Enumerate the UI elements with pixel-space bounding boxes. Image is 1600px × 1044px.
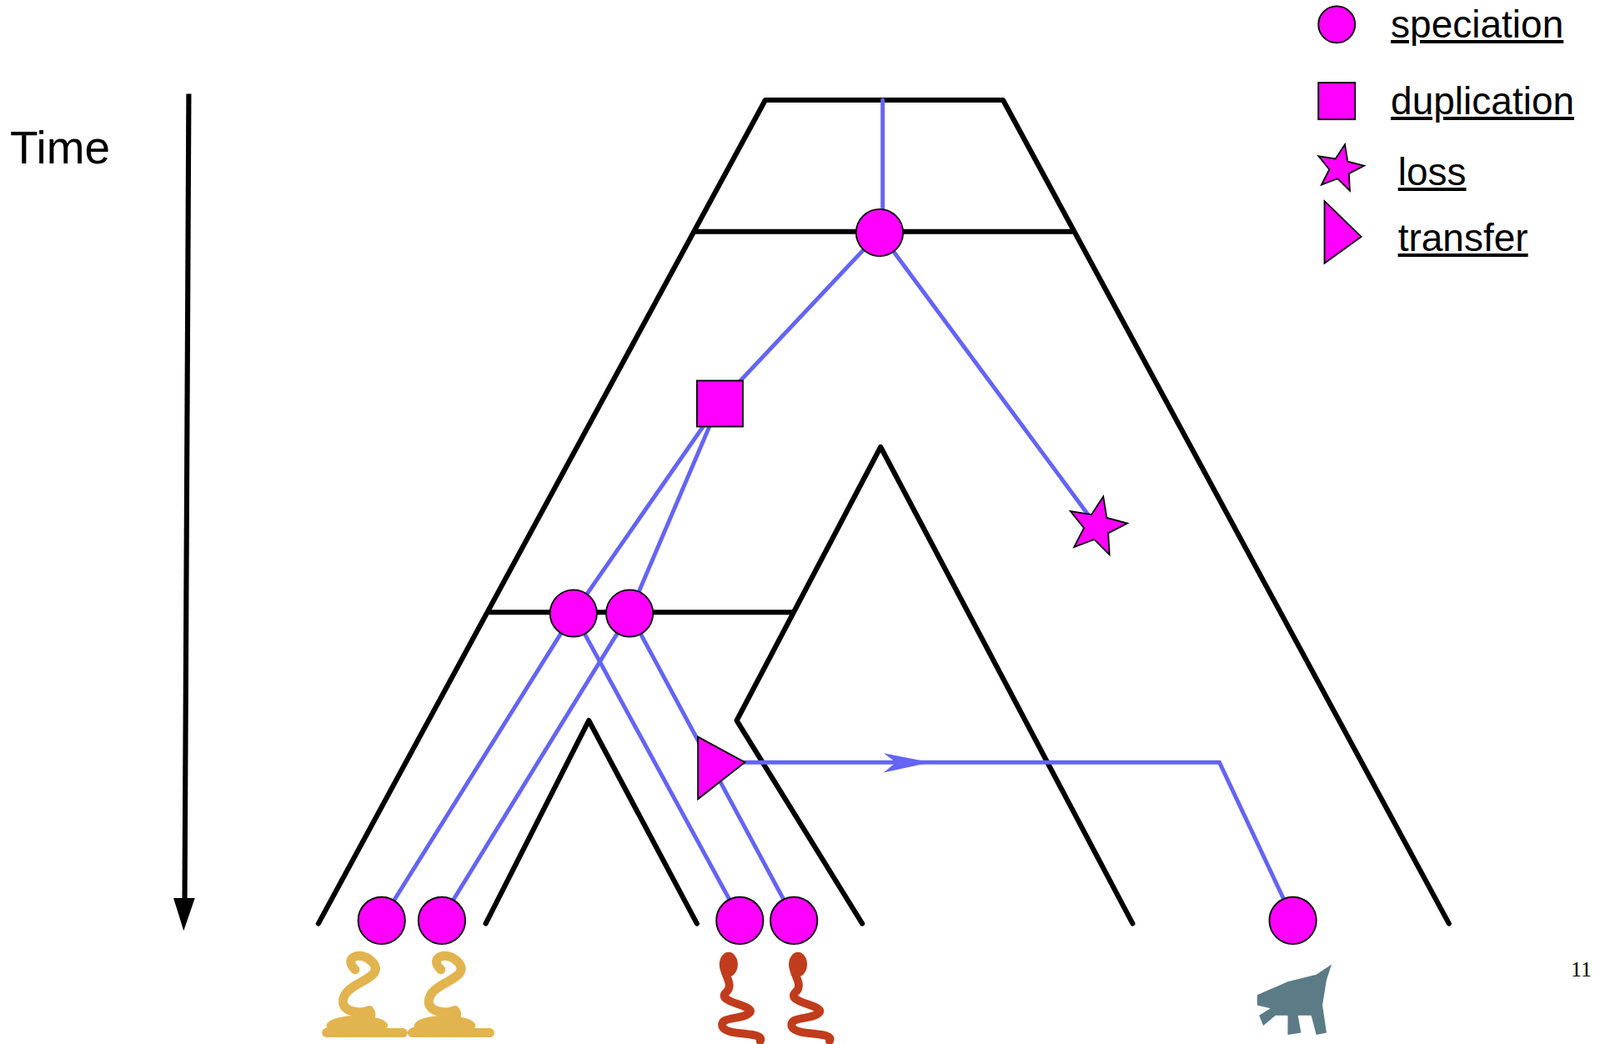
red-snake-icons xyxy=(719,952,831,1041)
axis-label: Time xyxy=(10,125,111,171)
legend-text: transfer xyxy=(1398,218,1529,257)
yellow-snake-icons xyxy=(326,955,491,1036)
legend-symbols xyxy=(1313,5,1369,263)
gene-tree xyxy=(382,100,1294,919)
page-number: 11 xyxy=(1570,958,1592,981)
legend-text: loss xyxy=(1398,152,1467,191)
transfer-arrowhead xyxy=(883,752,931,773)
alligator-icon xyxy=(1257,964,1332,1035)
legend-text: speciation xyxy=(1390,5,1564,44)
time-arrow xyxy=(173,94,196,932)
species-tree xyxy=(318,100,1450,924)
event-markers xyxy=(358,209,1317,944)
legend-text: duplication xyxy=(1390,81,1575,121)
